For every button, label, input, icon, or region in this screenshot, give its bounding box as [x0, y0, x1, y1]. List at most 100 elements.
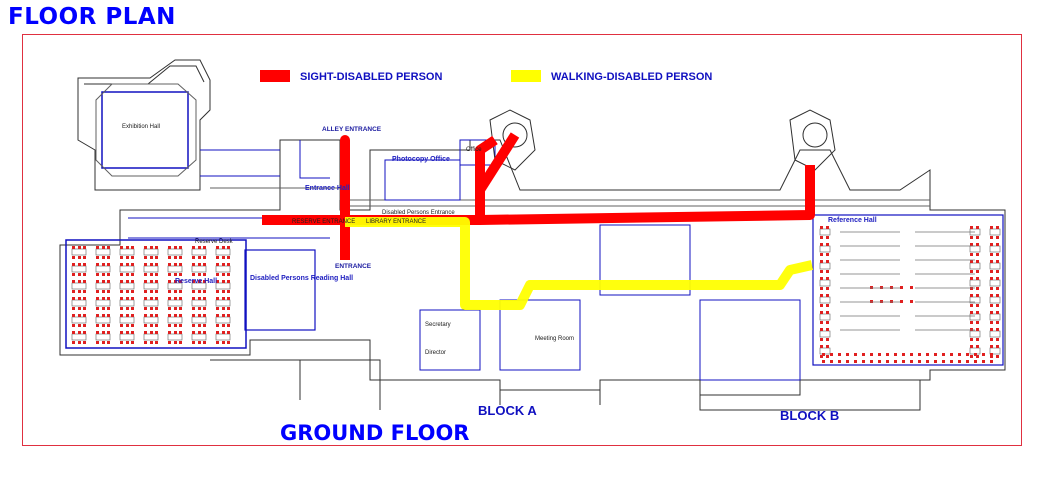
- seat: [974, 360, 977, 363]
- seat: [996, 311, 999, 314]
- seat: [222, 307, 225, 310]
- seat: [96, 280, 99, 283]
- seat: [150, 273, 153, 276]
- seat: [96, 324, 99, 327]
- seat: [958, 360, 961, 363]
- seat: [96, 297, 99, 300]
- table: [119, 265, 135, 273]
- seat: [820, 277, 823, 280]
- seat: [131, 307, 134, 310]
- seat: [203, 314, 206, 317]
- legend-swatch-sight: [260, 70, 290, 82]
- seat: [198, 256, 201, 259]
- seat: [179, 324, 182, 327]
- seat: [227, 273, 230, 276]
- table: [167, 265, 183, 273]
- seat: [966, 353, 969, 356]
- seat: [131, 280, 134, 283]
- block-a-label: BLOCK A: [478, 403, 537, 418]
- seat: [996, 345, 999, 348]
- seat: [107, 324, 110, 327]
- seat: [102, 297, 105, 300]
- seat: [131, 273, 134, 276]
- seat: [174, 324, 177, 327]
- seat: [198, 297, 201, 300]
- seat: [179, 341, 182, 344]
- seat: [72, 297, 75, 300]
- page-title: FLOOR PLAN: [8, 4, 176, 30]
- seat: [976, 328, 979, 331]
- seat: [126, 256, 129, 259]
- seat: [150, 246, 153, 249]
- seat: [155, 297, 158, 300]
- seat: [976, 270, 979, 273]
- seat: [970, 321, 973, 324]
- seat: [203, 290, 206, 293]
- seat: [820, 253, 823, 256]
- seat: [982, 360, 985, 363]
- seat: [102, 307, 105, 310]
- seat: [950, 353, 953, 356]
- seat: [102, 280, 105, 283]
- seat: [192, 314, 195, 317]
- seat: [886, 360, 889, 363]
- seat: [83, 256, 86, 259]
- seat: [72, 273, 75, 276]
- seat: [820, 355, 823, 358]
- seat: [102, 341, 105, 344]
- legend-label-sight: SIGHT-DISABLED PERSON: [300, 71, 442, 83]
- seat: [222, 246, 225, 249]
- seat: [155, 331, 158, 334]
- seat: [168, 256, 171, 259]
- seat: [120, 314, 123, 317]
- legend-label-walking: WALKING-DISABLED PERSON: [551, 71, 712, 83]
- seat: [996, 328, 999, 331]
- table: [819, 296, 831, 304]
- block-b-label: BLOCK B: [780, 408, 840, 423]
- seat: [168, 324, 171, 327]
- seat: [216, 314, 219, 317]
- seat: [107, 331, 110, 334]
- seat: [996, 253, 999, 256]
- seat: [918, 360, 921, 363]
- seat: [890, 300, 893, 303]
- seat: [107, 263, 110, 266]
- seat: [970, 253, 973, 256]
- seat: [192, 307, 195, 310]
- photocopy-office-label: Photocopy Office: [392, 156, 450, 163]
- table: [119, 248, 135, 256]
- seat: [900, 300, 903, 303]
- seat: [900, 286, 903, 289]
- seat: [976, 355, 979, 358]
- seat: [131, 256, 134, 259]
- seat: [102, 324, 105, 327]
- seat: [216, 290, 219, 293]
- seat: [131, 314, 134, 317]
- route-walking-disabled: [345, 217, 814, 310]
- seat: [870, 286, 873, 289]
- seat: [990, 355, 993, 358]
- seat: [894, 360, 897, 363]
- seat: [150, 280, 153, 283]
- seat: [203, 341, 206, 344]
- seat: [996, 236, 999, 239]
- seat: [174, 307, 177, 310]
- seat: [155, 324, 158, 327]
- seat: [826, 355, 829, 358]
- seat: [830, 360, 833, 363]
- seat: [203, 324, 206, 327]
- seat: [179, 290, 182, 293]
- seat: [222, 273, 225, 276]
- seat: [107, 246, 110, 249]
- table: [969, 313, 981, 321]
- seat: [902, 360, 905, 363]
- table: [167, 316, 183, 324]
- table: [819, 228, 831, 236]
- seat: [902, 353, 905, 356]
- seat: [970, 287, 973, 290]
- seat: [820, 260, 823, 263]
- seat: [144, 341, 147, 344]
- seat: [216, 280, 219, 283]
- seat: [970, 270, 973, 273]
- seat: [179, 314, 182, 317]
